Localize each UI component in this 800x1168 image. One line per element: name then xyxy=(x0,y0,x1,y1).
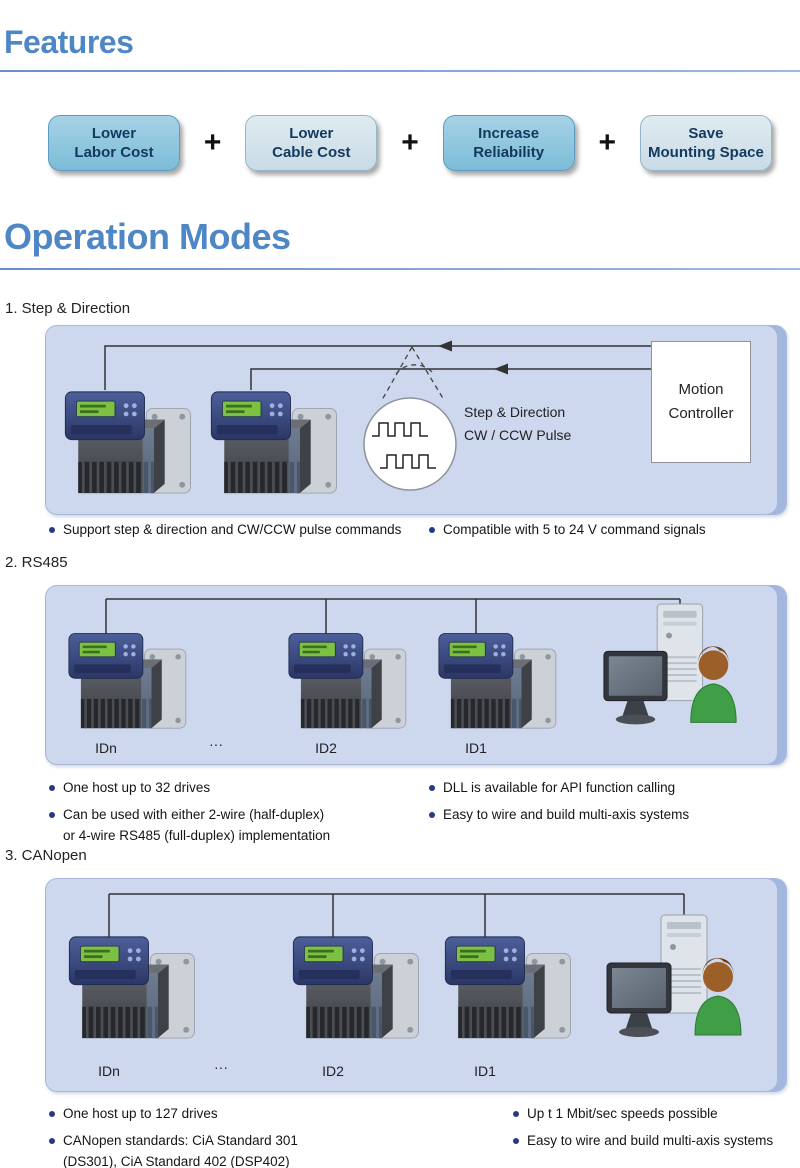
bullet-text: Compatible with 5 to 24 V command signal… xyxy=(443,522,706,537)
pulse-zoom-circle xyxy=(363,397,457,491)
bullet-text: One host up to 127 drives xyxy=(63,1106,218,1121)
step-direction-diagram-panel: Motion Controller Step & Direction CW / … xyxy=(45,325,787,515)
bullet-item: Can be used with either 2-wire (half-dup… xyxy=(48,805,423,847)
feature-pill-lower-cable-cost: Lower Cable Cost xyxy=(245,115,378,171)
canopen-bus-lines xyxy=(108,893,685,943)
plus-sign: + xyxy=(598,126,617,159)
signal-label-line2: CW / CCW Pulse xyxy=(464,427,572,443)
arrow-left-icon xyxy=(494,363,508,375)
feature-pill-lower-labor-cost: Lower Labor Cost xyxy=(48,115,180,171)
feature-pill-save-mounting-space: Save Mounting Space xyxy=(639,115,772,171)
bullet-text: Easy to wire and build multi-axis system… xyxy=(443,806,690,822)
integrated-motor-icon xyxy=(62,933,200,1053)
operation-modes-title: Operation Modes xyxy=(4,216,291,257)
feature-pill-increase-reliability: Increase Reliability xyxy=(442,115,575,171)
bullet-item: Up t 1 Mbit/sec speeds possible xyxy=(512,1104,792,1125)
section-3-heading: 3. CANopen xyxy=(5,847,87,864)
drive-id-label: ID1 xyxy=(465,740,487,756)
features-divider xyxy=(0,70,800,72)
arrow-left-icon xyxy=(438,340,452,352)
bullet-item: Easy to wire and build multi-axis system… xyxy=(428,805,773,826)
bullet-text: One host up to 32 drives xyxy=(63,780,211,795)
drive-id-label: ID1 xyxy=(474,1063,496,1079)
plus-sign: + xyxy=(401,126,419,159)
integrated-motor-icon xyxy=(286,933,424,1053)
canopen-bullets-right: Up t 1 Mbit/sec speeds possible Easy to … xyxy=(512,1104,792,1158)
integrated-motor-icon xyxy=(58,388,196,508)
rs485-diagram-panel: IDn ··· ID2 ID1 xyxy=(45,585,787,765)
plus-sign: + xyxy=(203,126,222,159)
bullet-item: DLL is available for API function callin… xyxy=(428,778,773,799)
step-direction-wiring xyxy=(104,340,651,491)
section-1-heading: 1. Step & Direction xyxy=(5,300,131,317)
signal-label-line1: Step & Direction xyxy=(464,404,566,420)
step-direction-bullets-left: Support step & direction and CW/CCW puls… xyxy=(48,520,418,547)
integrated-motor-icon xyxy=(282,630,411,742)
bullet-item: One host up to 32 drives xyxy=(48,778,423,799)
bullet-text: DLL is available for API function callin… xyxy=(443,780,676,795)
pill-label: Increase Reliability xyxy=(473,124,545,162)
bullet-text: Support step & direction and CW/CCW puls… xyxy=(63,522,402,537)
bullet-item: One host up to 127 drives xyxy=(48,1104,488,1125)
ellipsis-label: ··· xyxy=(209,736,223,752)
host-pc-icon xyxy=(598,602,746,750)
features-title: Features xyxy=(4,24,134,60)
ellipsis-label: ··· xyxy=(214,1059,228,1075)
pulse-waveform xyxy=(380,454,436,469)
bullet-text: Up t 1 Mbit/sec speeds possible xyxy=(527,1106,718,1121)
drive-id-label: ID2 xyxy=(322,1063,344,1079)
rs485-bullets-right: DLL is available for API function callin… xyxy=(428,778,773,832)
bullet-item: Support step & direction and CW/CCW puls… xyxy=(48,520,418,541)
motion-controller-box: Motion Controller xyxy=(651,341,751,463)
integrated-motor-icon xyxy=(438,933,576,1053)
bullet-text-line2: or 4-wire RS485 (full-duplex) implementa… xyxy=(63,827,331,843)
host-pc-icon xyxy=(601,913,751,1063)
features-pill-row: Lower Labor Cost + Lower Cable Cost + In… xyxy=(48,114,772,172)
bullet-text: CANopen standards: CiA Standard 301 xyxy=(63,1132,298,1148)
bullet-text-line2: (DS301), CiA Standard 402 (DSP402) xyxy=(63,1153,290,1168)
integrated-motor-icon xyxy=(204,388,342,508)
pill-label: Save Mounting Space xyxy=(648,124,764,162)
section-2-heading: 2. RS485 xyxy=(5,554,68,571)
bullet-text: Easy to wire and build multi-axis system… xyxy=(527,1132,774,1148)
integrated-motor-icon xyxy=(432,630,561,742)
bullet-item: CANopen standards: CiA Standard 301 (DS3… xyxy=(48,1131,488,1168)
drive-id-label: IDn xyxy=(95,740,117,756)
operation-modes-divider xyxy=(0,268,800,270)
rs485-bullets-left: One host up to 32 drives Can be used wit… xyxy=(48,778,423,853)
bullet-text: Can be used with either 2-wire (half-dup… xyxy=(63,806,325,822)
bullet-item: Compatible with 5 to 24 V command signal… xyxy=(428,520,768,541)
bullet-item: Easy to wire and build multi-axis system… xyxy=(512,1131,792,1152)
drive-id-label: ID2 xyxy=(315,740,337,756)
canopen-bullets-left: One host up to 127 drives CANopen standa… xyxy=(48,1104,488,1168)
rs485-bus-lines xyxy=(105,598,681,640)
canopen-diagram-panel: IDn ··· ID2 ID1 xyxy=(45,878,787,1092)
pill-label: Lower Labor Cost xyxy=(74,124,154,162)
motion-controller-label: Motion Controller xyxy=(668,381,734,422)
step-direction-bullets-right: Compatible with 5 to 24 V command signal… xyxy=(428,520,768,547)
pill-label: Lower Cable Cost xyxy=(272,124,351,162)
integrated-motor-icon xyxy=(62,630,191,742)
drive-id-label: IDn xyxy=(98,1063,120,1079)
pulse-waveform xyxy=(372,422,428,437)
